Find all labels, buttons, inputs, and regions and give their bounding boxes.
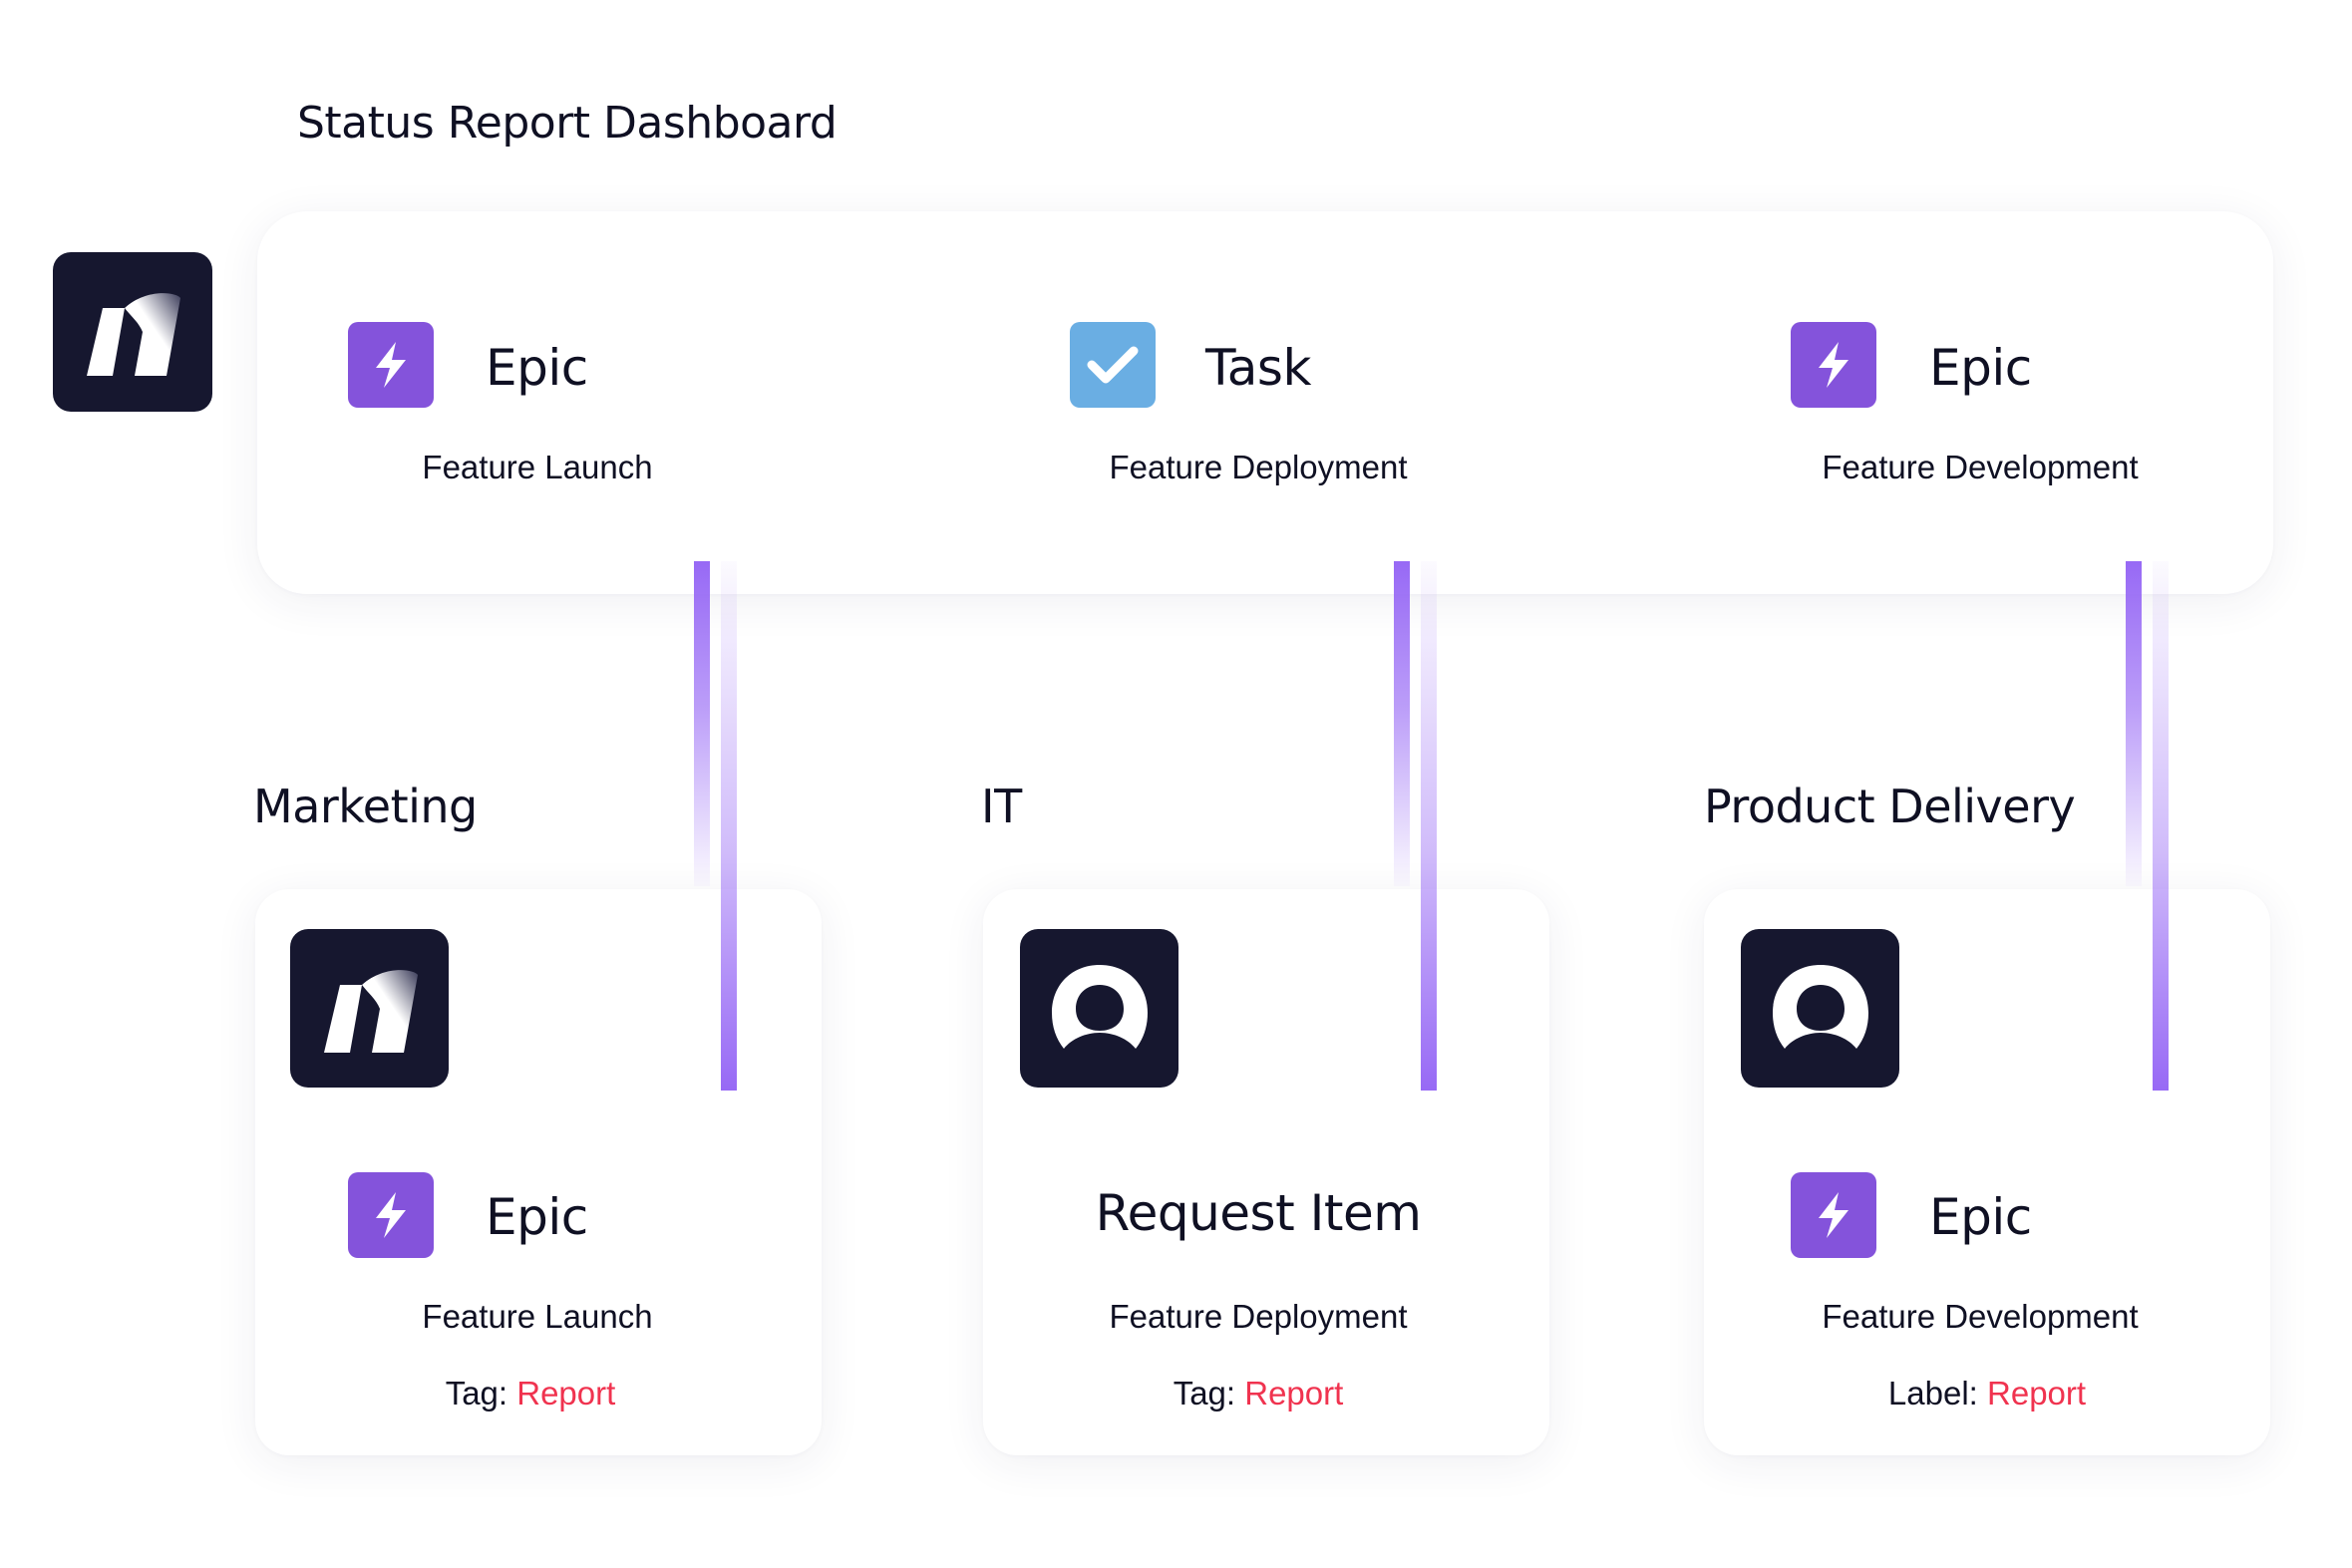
meta-key: Tag:: [445, 1375, 508, 1411]
sync-connector-down: [694, 561, 710, 886]
dashboard-item-2-type: Task: [1205, 339, 1311, 397]
dashboard-item-1-name: Feature Launch: [422, 449, 653, 485]
it-item-type: Request Item: [1095, 1184, 1422, 1242]
dashboard-title: Status Report Dashboard: [297, 98, 838, 149]
product-delivery-item-name: Feature Development: [1822, 1298, 2139, 1335]
dashboard-item-2-name: Feature Deployment: [1109, 449, 1408, 485]
team-heading-product-delivery: Product Delivery: [1704, 780, 2076, 833]
bolt-icon: [376, 342, 406, 388]
bolt-icon: [376, 1192, 406, 1238]
dashboard-item-1-type: Epic: [486, 339, 588, 397]
service-desk-icon: [1051, 964, 1148, 1049]
it-item-tag: Tag: Report: [1174, 1377, 1344, 1410]
brand-logo-icon: [323, 969, 418, 1053]
marketing-item-tag: Tag: Report: [446, 1377, 616, 1410]
sync-connector-up: [721, 561, 737, 1091]
marketing-app-logo: [290, 929, 449, 1088]
product-delivery-item-label: Label: Report: [1888, 1377, 2086, 1410]
dashboard-item-2-type-badge: [1070, 322, 1156, 408]
marketing-item-type: Epic: [486, 1188, 588, 1246]
dashboard-item-3-type-badge: [1791, 322, 1876, 408]
product-delivery-item-type: Epic: [1929, 1188, 2032, 1246]
sync-connector-down: [2126, 561, 2142, 886]
it-app-logo: [1020, 929, 1178, 1088]
team-heading-it: IT: [981, 780, 1022, 833]
product-delivery-app-logo: [1741, 929, 1899, 1088]
meta-key: Tag:: [1173, 1375, 1236, 1411]
meta-value: Report: [1244, 1375, 1344, 1411]
marketing-item-name: Feature Launch: [422, 1298, 653, 1335]
marketing-type-badge: [348, 1172, 434, 1258]
dashboard-item-3-type: Epic: [1929, 339, 2032, 397]
service-desk-icon: [1772, 964, 1868, 1049]
sync-connector-up: [1421, 561, 1437, 1091]
it-item-name: Feature Deployment: [1109, 1298, 1408, 1335]
meta-key: Label:: [1887, 1375, 1978, 1411]
bolt-icon: [1819, 1192, 1848, 1238]
dashboard-item-3-name: Feature Development: [1822, 449, 2139, 485]
team-heading-marketing: Marketing: [253, 780, 478, 833]
dashboard-card: [257, 211, 2273, 594]
sync-connector-down: [1394, 561, 1410, 886]
sync-connector-up: [2153, 561, 2169, 1091]
meta-value: Report: [1987, 1375, 2087, 1411]
product-delivery-type-badge: [1791, 1172, 1876, 1258]
checkmark-icon: [1087, 346, 1139, 384]
brand-logo-icon: [87, 293, 180, 376]
meta-value: Report: [516, 1375, 616, 1411]
dashboard-brand-logo: [53, 252, 212, 412]
bolt-icon: [1819, 342, 1848, 388]
dashboard-item-1-type-badge: [348, 322, 434, 408]
